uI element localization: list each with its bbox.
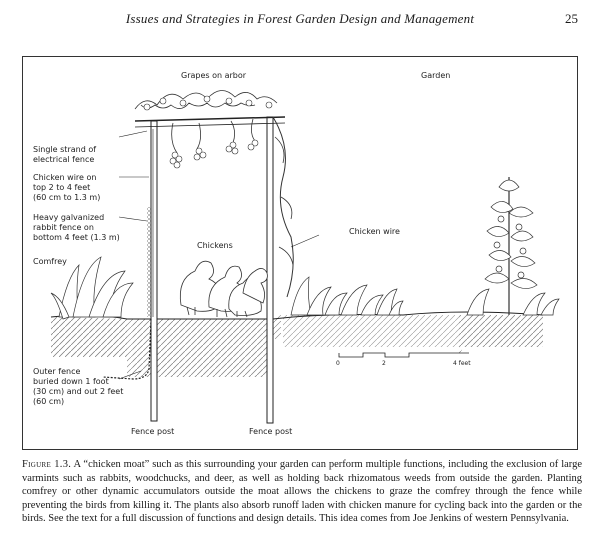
figure-frame: Grapes on arbor Garden Single strand of …: [22, 56, 578, 450]
label-fence-post-left: Fence post: [131, 427, 175, 436]
label-chicken-wire-top: Chicken wire on top 2 to 4 feet (60 cm t…: [33, 173, 101, 202]
comfrey-plants: [50, 256, 134, 320]
garden-low-plants: [290, 276, 404, 316]
label-chickens: Chickens: [197, 241, 233, 250]
fence-post-left: [150, 120, 158, 422]
running-title: Issues and Strategies in Forest Garden D…: [125, 11, 475, 26]
garden-tall-plant: [466, 177, 560, 316]
arbor-beam: [134, 116, 286, 122]
caption-label: Figure 1.3.: [22, 459, 72, 470]
soil-hatch-garden: [283, 315, 543, 347]
soil-hatch-left: [51, 317, 127, 357]
scale-tick-2: 2: [382, 360, 386, 367]
label-fence-post-right: Fence post: [249, 427, 293, 436]
buried-fence: [102, 318, 152, 380]
fence-post-right: [266, 116, 274, 424]
soil-hatch-moat: [133, 319, 273, 377]
label-electrical-fence: Single strand of electrical fence: [33, 145, 97, 164]
caption-text: A “chicken moat” such as this surroundin…: [22, 459, 582, 525]
page-number: 25: [565, 11, 578, 26]
label-grapes-on-arbor: Grapes on arbor: [181, 71, 247, 80]
chickens-drawing: [179, 260, 268, 318]
label-rabbit-fence: Heavy galvanized rabbit fence on bottom …: [33, 213, 120, 242]
scale-tick-4: 4 feet: [453, 360, 471, 367]
scale-bar: [338, 352, 469, 358]
chicken-moat-illustration: [50, 90, 560, 424]
label-garden: Garden: [421, 71, 451, 80]
leader-lines: [118, 130, 320, 380]
label-comfrey: Comfrey: [33, 257, 67, 266]
grape-clusters: [143, 95, 273, 169]
figure-caption: Figure 1.3. A “chicken moat” such as thi…: [22, 458, 582, 526]
label-chicken-wire: Chicken wire: [349, 227, 400, 236]
running-head: Issues and Strategies in Forest Garden D…: [0, 8, 600, 30]
label-outer-fence: Outer fence buried down 1 foot (30 cm) a…: [33, 367, 124, 406]
scale-tick-0: 0: [336, 360, 340, 367]
